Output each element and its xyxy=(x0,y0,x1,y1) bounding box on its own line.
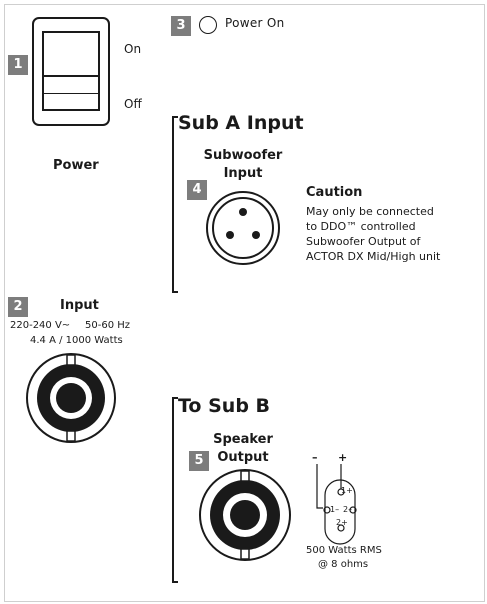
badge-5: 5 xyxy=(189,451,209,471)
output-rating-1: 500 Watts RMS xyxy=(306,545,382,556)
speaker-output-label-2: Output xyxy=(217,450,269,465)
powercon-core xyxy=(56,383,86,413)
speaker-output-label-1: Speaker xyxy=(213,432,273,447)
power-title: Power xyxy=(53,158,99,173)
sub-a-bracket xyxy=(172,116,178,293)
input-frequency: 50-60 Hz xyxy=(85,320,131,331)
pin-1-minus-label: 1– xyxy=(330,505,340,514)
output-rating-2: @ 8 ohms xyxy=(318,559,369,570)
powercon-outer-ring xyxy=(26,353,116,443)
xlr-inner-ring xyxy=(212,197,274,259)
badge-3: 3 xyxy=(171,16,191,36)
pin-1-plus xyxy=(337,488,345,496)
sub-b-heading: To Sub B xyxy=(178,395,271,417)
badge-2: 2 xyxy=(8,297,28,317)
xlr-input-connector xyxy=(206,191,280,265)
caution-line-3: Subwoofer Output of xyxy=(306,235,421,248)
pinout-plus-sign: + xyxy=(338,451,348,464)
input-title: Input xyxy=(60,298,99,313)
caution-title: Caution xyxy=(306,185,363,200)
speakon-key-bottom xyxy=(240,548,250,560)
speakon-outer-ring xyxy=(199,469,291,561)
speakon-core xyxy=(230,500,260,530)
xlr-pin-3 xyxy=(252,231,260,239)
caution-line-4: ACTOR DX Mid/High unit xyxy=(306,250,441,263)
pin-2-minus-label: 2– xyxy=(343,505,353,514)
pinout-minus-sign: – xyxy=(312,451,318,464)
switch-on-label: On xyxy=(124,42,142,56)
powercon-key-bottom xyxy=(66,430,76,442)
power-switch-rocker[interactable] xyxy=(42,31,100,111)
subwoofer-input-label-1: Subwoofer xyxy=(203,148,283,163)
xlr-outer-ring xyxy=(206,191,280,265)
input-voltage: 220-240 V~ xyxy=(10,320,71,331)
badge-4: 4 xyxy=(187,180,207,200)
power-switch[interactable] xyxy=(32,17,110,126)
input-rating: 4.4 A / 1000 Watts xyxy=(30,335,123,346)
caution-line-1: May only be connected xyxy=(306,205,434,218)
speakon-output-connector xyxy=(199,469,291,561)
pinout-minus-wire xyxy=(316,464,323,509)
xlr-pin-2 xyxy=(226,231,234,239)
switch-off-label: Off xyxy=(124,97,142,111)
subwoofer-input-label-2: Input xyxy=(223,166,263,181)
power-led-icon xyxy=(199,16,217,34)
rocker-divider xyxy=(44,75,98,77)
pin-1-plus-label: 1+ xyxy=(341,486,353,495)
pin-2-plus-label: 2+ xyxy=(336,518,348,527)
rocker-divider-lower xyxy=(44,93,98,94)
powercon-input-connector xyxy=(26,353,116,443)
sub-b-bracket xyxy=(172,397,178,583)
badge-1: 1 xyxy=(8,55,28,75)
pinout-diagram xyxy=(316,464,357,545)
pin-1-minus xyxy=(323,506,331,514)
powercon-key-top xyxy=(66,354,76,366)
xlr-pin-1 xyxy=(239,208,247,216)
speakon-key-top xyxy=(240,470,250,482)
pin-2-minus xyxy=(349,506,357,514)
pin-2-plus xyxy=(337,524,345,532)
sub-a-heading: Sub A Input xyxy=(178,112,304,134)
caution-line-2: to DDO™ controlled xyxy=(306,220,416,233)
power-on-label: Power On xyxy=(225,16,285,30)
